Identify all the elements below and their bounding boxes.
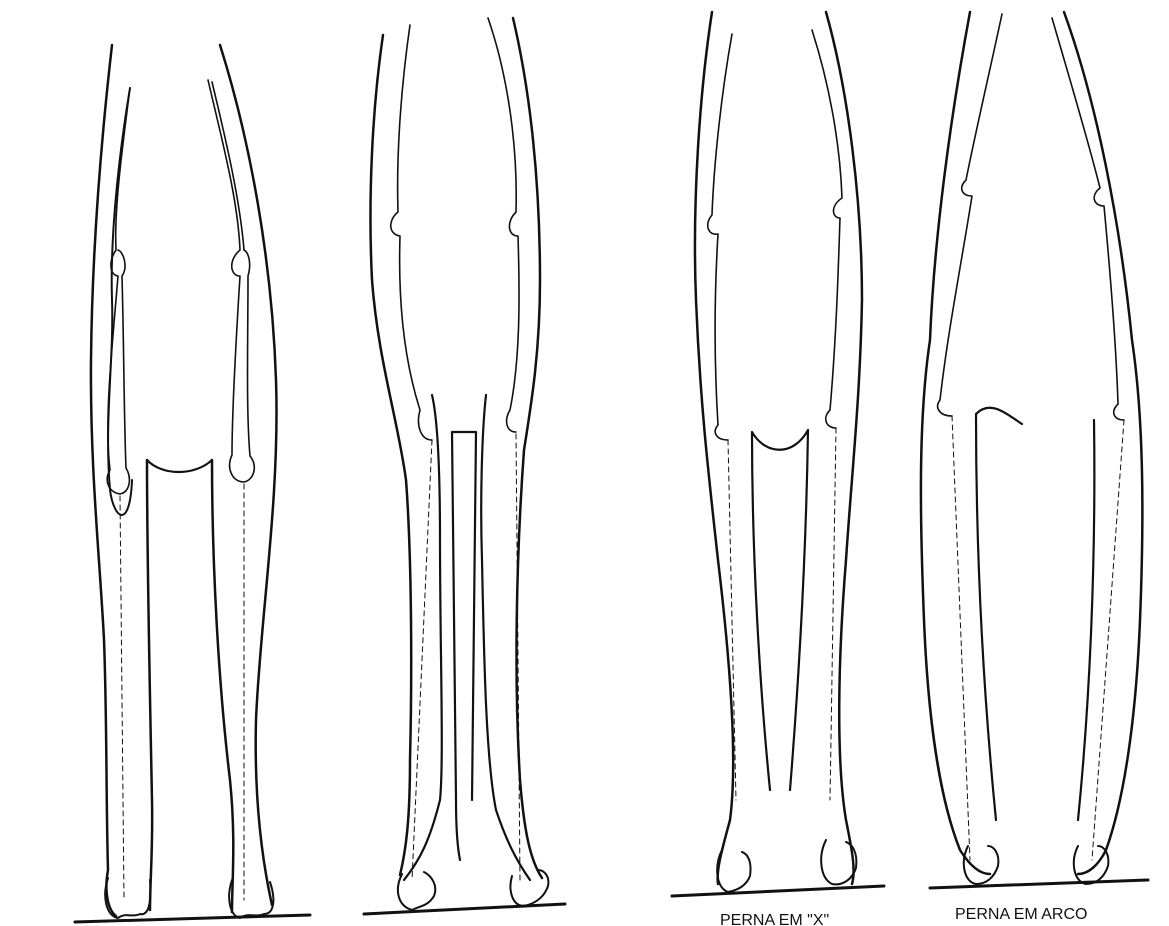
leg-outline bbox=[695, 12, 733, 884]
figure-close-legs bbox=[364, 18, 565, 914]
bone-dashed bbox=[412, 434, 520, 880]
bone-dashed bbox=[120, 496, 124, 900]
bone bbox=[391, 25, 432, 440]
bone-dashed bbox=[952, 416, 1124, 860]
figure-bow-legs bbox=[921, 12, 1148, 888]
paw bbox=[964, 846, 999, 884]
bone bbox=[708, 34, 732, 440]
caption-x-legs: PERNA EM "X" bbox=[720, 912, 829, 926]
leg-outline bbox=[1064, 12, 1142, 874]
crotch bbox=[976, 408, 1094, 820]
bone bbox=[812, 30, 842, 428]
crotch bbox=[752, 430, 808, 790]
bone bbox=[107, 88, 130, 494]
paw bbox=[398, 872, 435, 910]
bone bbox=[208, 80, 254, 482]
crotch bbox=[147, 460, 212, 472]
paw bbox=[511, 870, 549, 906]
paw bbox=[717, 850, 750, 892]
bone-dashed bbox=[728, 428, 836, 800]
bone bbox=[938, 14, 1002, 416]
bone bbox=[488, 18, 519, 432]
ground-line bbox=[75, 915, 310, 922]
leg-outline bbox=[91, 45, 152, 916]
figure-x-legs bbox=[672, 12, 884, 896]
ground-line bbox=[364, 904, 565, 914]
figure-normal-legs bbox=[75, 45, 310, 922]
leg-outline bbox=[108, 88, 132, 515]
leg-outline bbox=[826, 12, 862, 884]
crotch bbox=[452, 432, 476, 860]
bone bbox=[1052, 18, 1124, 420]
leg-outline bbox=[513, 18, 542, 878]
ground-line bbox=[672, 886, 884, 896]
leg-outline bbox=[921, 12, 990, 874]
leg-outline bbox=[370, 35, 411, 875]
paw bbox=[229, 880, 273, 918]
ground-line bbox=[930, 880, 1148, 888]
paw bbox=[821, 840, 856, 884]
caption-bow-legs: PERNA EM ARCO bbox=[955, 906, 1087, 923]
paw bbox=[1074, 846, 1109, 884]
